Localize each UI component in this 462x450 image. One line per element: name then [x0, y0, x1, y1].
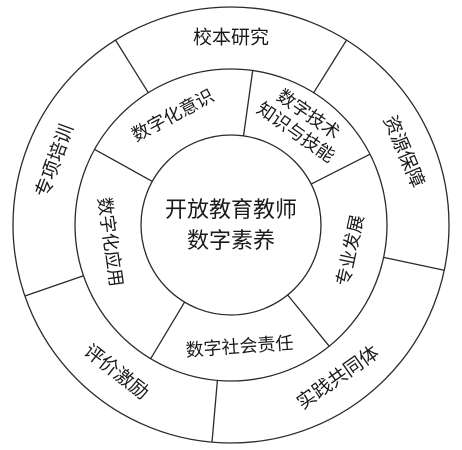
- outer-divider-4: [211, 380, 219, 443]
- outer-segment-label-evaluation: 评价激励: [79, 340, 152, 404]
- outer-divider-1: [114, 39, 149, 94]
- inner-segment-label-development: 专业发展: [333, 213, 369, 288]
- outer-divider-5: [24, 275, 84, 297]
- outer-segment-label-resources: 资源保障: [379, 112, 429, 191]
- inner-segment-label-application: 数字化应用: [93, 196, 126, 288]
- outer-segment-label-community: 实践共同体: [293, 342, 383, 415]
- inner-divider-5: [150, 301, 186, 360]
- inner-segment-label-awareness: 数字化意识: [128, 86, 217, 147]
- middle-ring-border: [74, 68, 388, 382]
- center-title-line-1: 开放教育教师: [165, 198, 297, 223]
- inner-divider-4: [287, 294, 330, 347]
- outer-ring-border: [12, 6, 450, 444]
- center-title-line-2: 数字素养: [187, 229, 275, 254]
- ring-structure: [12, 6, 450, 444]
- inner-divider-1: [94, 148, 153, 182]
- outer-segment-label-school-research: 校本研究: [193, 27, 269, 49]
- outer-divider-3: [383, 256, 445, 271]
- inner-divider-3: [310, 153, 371, 185]
- center-circle-border: [140, 134, 322, 316]
- segment-dividers: [24, 39, 445, 443]
- inner-ring-labels: 数字化意识数字技术知识与技能专业发展数字社会责任数字化应用: [93, 86, 369, 362]
- outer-segment-label-training: 专项培训: [31, 121, 78, 200]
- inner-divider-2: [242, 70, 254, 136]
- outer-divider-2: [313, 39, 348, 94]
- inner-segment-label-responsibility: 数字社会责任: [185, 333, 294, 361]
